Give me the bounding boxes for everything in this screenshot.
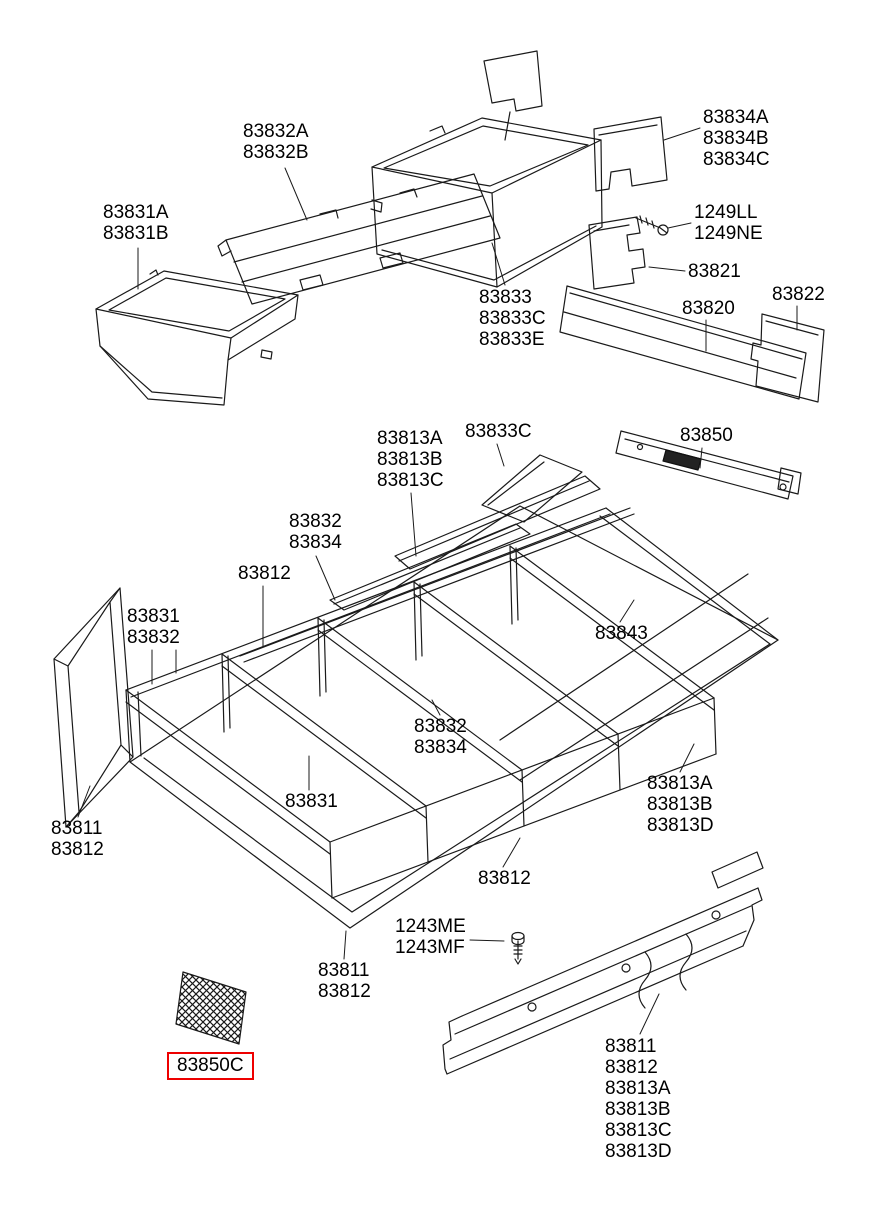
part-number: 83831A [103,202,169,223]
art-panel-83834 [593,116,668,192]
part-number: 83834A [703,107,769,128]
part-number: 83831 [127,606,180,627]
part-number: 83811 [605,1036,657,1057]
part-number: 83822 [772,284,825,305]
part-number: 83813D [647,815,714,836]
part-label-1243me-mf[interactable]: 1243ME 1243MF [395,916,466,958]
part-label-83833c[interactable]: 83833C [465,421,532,442]
part-label-83820[interactable]: 83820 [682,298,735,319]
art-bracket-83821 [588,216,646,290]
part-number: 83813C [605,1120,672,1141]
part-label-83831[interactable]: 83831 [285,791,338,812]
part-label-83832a-b[interactable]: 83832A 83832B [243,121,309,163]
art-panel-83832 [217,173,501,305]
part-number: 83821 [688,261,741,282]
art-left-end-frame [53,587,134,828]
part-number: 83833E [479,329,545,350]
part-label-sill-group[interactable]: 83811 83812 83813A 83813B 83813C 83813D [605,1036,672,1162]
part-number: 83812 [478,868,531,889]
part-label-83832-83834-upper[interactable]: 83832 83834 [289,511,342,553]
part-label-83822[interactable]: 83822 [772,284,825,305]
part-label-83833-c-e[interactable]: 83833 83833C 83833E [479,287,546,350]
part-number: 83813D [605,1141,672,1162]
part-label-83812-lower[interactable]: 83812 [478,868,531,889]
part-number: 83833 [479,287,532,308]
part-number: 83834C [703,149,770,170]
part-number: 83811 [318,960,370,981]
part-label-83821[interactable]: 83821 [688,261,741,282]
art-panel-83822 [750,313,825,403]
part-number: 83812 [605,1057,658,1078]
part-label-83811-83812-left[interactable]: 83811 83812 [51,818,104,860]
part-number: 83812 [318,981,371,1002]
part-number: 83831 [285,791,338,812]
part-label-83831a-b[interactable]: 83831A 83831B [103,202,169,244]
part-number: 83833C [479,308,546,329]
part-number: 83831B [103,223,169,244]
part-label-83850[interactable]: 83850 [680,425,733,446]
part-number: 83812 [51,839,104,860]
part-number: 1243ME [395,916,466,937]
art-rail-83850 [615,430,802,500]
part-label-83813a-b-d[interactable]: 83813A 83813B 83813D [647,773,714,836]
part-label-83834a-b-c[interactable]: 83834A 83834B 83834C [703,107,770,170]
part-number: 1249LL [694,202,758,223]
part-number: 1243MF [395,937,465,958]
art-loose-strips [329,454,601,611]
part-number: 83832A [243,121,309,142]
part-number: 83813A [377,428,443,449]
art-mesh-patch-83850c [175,971,247,1045]
leader-lines [77,127,798,1035]
part-number: 83813B [377,449,443,470]
part-number: 83834B [703,128,769,149]
art-screw-1243 [511,931,525,965]
part-number: 83832 [289,511,342,532]
art-flap-top [483,50,543,141]
part-label-83843[interactable]: 83843 [595,623,648,644]
part-label-1249ll-ne[interactable]: 1249LL 1249NE [694,202,763,244]
part-number: 83812 [238,563,291,584]
part-number: 83811 [51,818,103,839]
part-number: 83843 [595,623,648,644]
part-number: 83813B [647,794,713,815]
part-number: 83820 [682,298,735,319]
part-label-83812-upper[interactable]: 83812 [238,563,291,584]
part-number: 83850C [177,1055,244,1076]
part-number: 1249NE [694,223,763,244]
part-number: 83813C [377,470,444,491]
part-label-83813a-b-c[interactable]: 83813A 83813B 83813C [377,428,444,491]
part-number: 83833C [465,421,532,442]
art-tray-83833 [370,117,603,288]
art-screw-1249 [635,215,669,236]
part-label-83811-83812-front[interactable]: 83811 83812 [318,960,371,1002]
art-sill-channel [442,851,764,1075]
part-number: 83832B [243,142,309,163]
part-number: 83832 [414,716,467,737]
part-number: 83834 [414,737,467,758]
part-number: 83834 [289,532,342,553]
part-label-83831-83832[interactable]: 83831 83832 [127,606,180,648]
part-number: 83850 [680,425,733,446]
art-tray-83831 [95,269,299,406]
part-number: 83813A [605,1078,671,1099]
part-number: 83813A [647,773,713,794]
part-number: 83832 [127,627,180,648]
part-number: 83813B [605,1099,671,1120]
part-label-83832-83834-mid[interactable]: 83832 83834 [414,716,467,758]
part-label-83850c-highlighted[interactable]: 83850C [167,1052,254,1080]
